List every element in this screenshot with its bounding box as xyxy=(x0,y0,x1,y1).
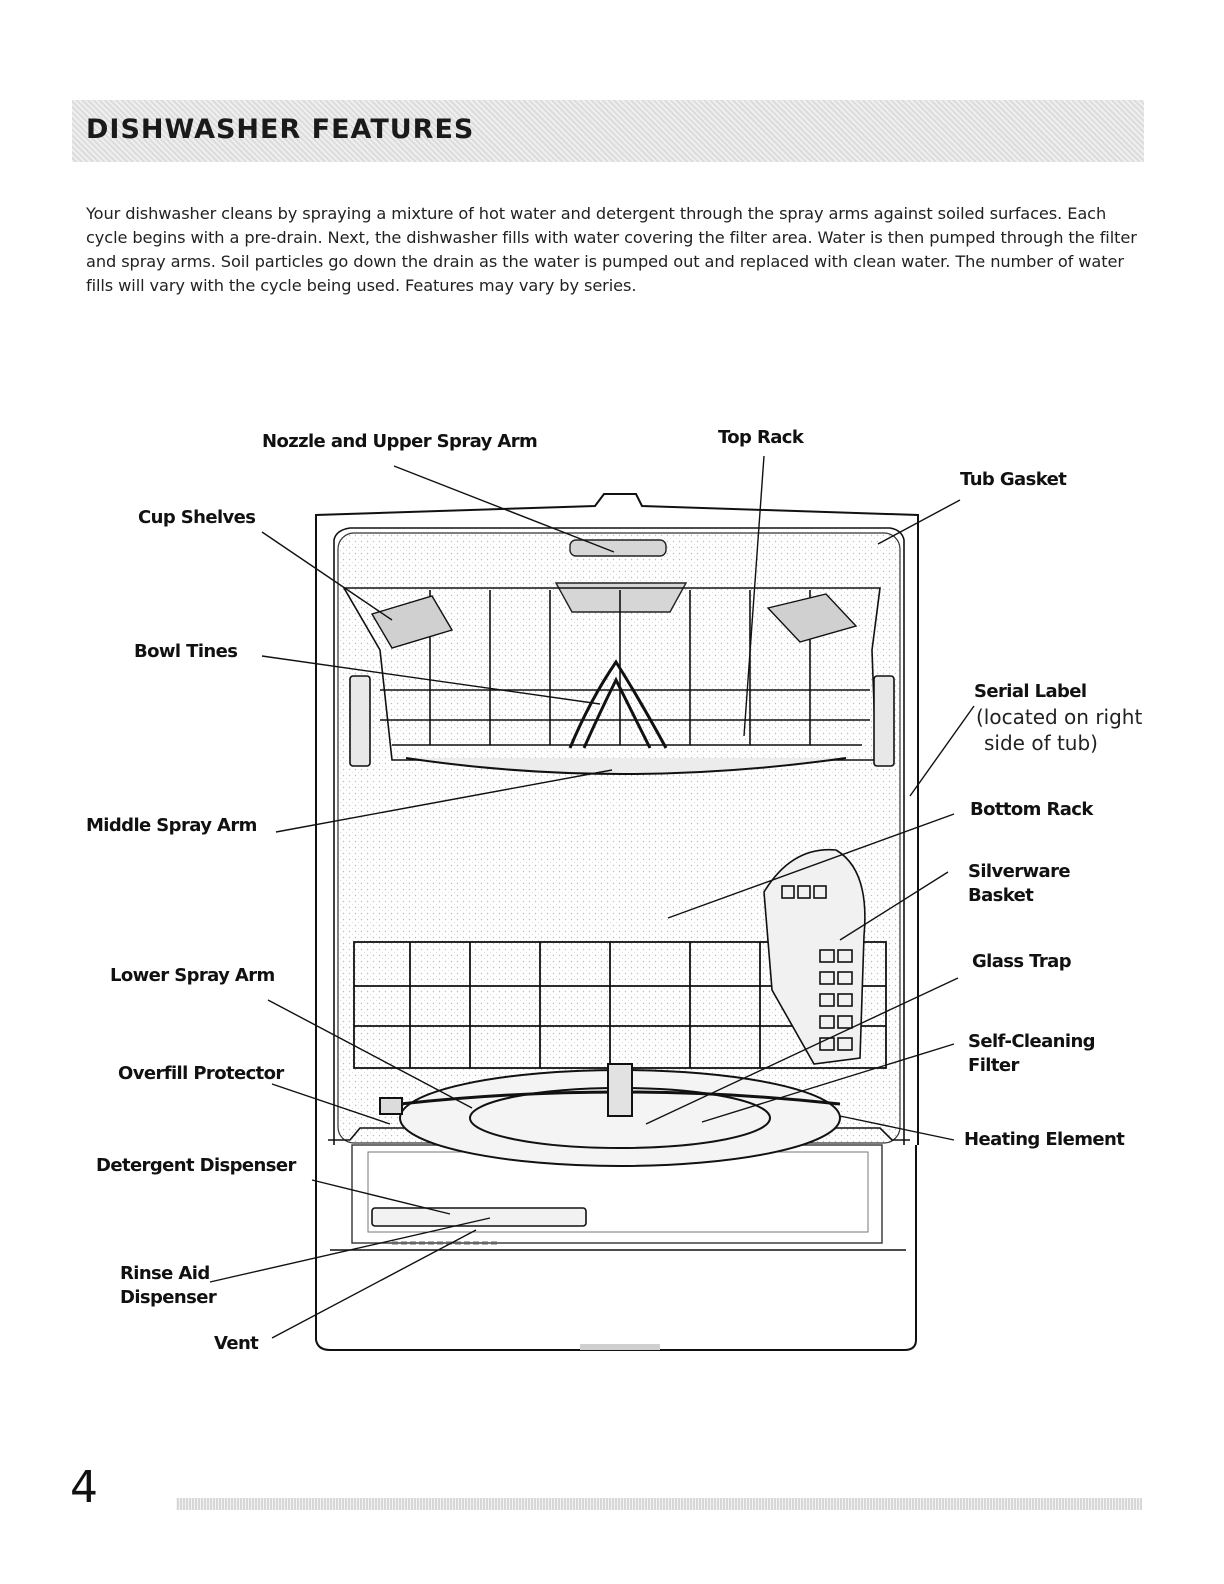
label-detergent-dispenser: Detergent Dispenser xyxy=(96,1155,296,1176)
label-vent: Vent xyxy=(214,1333,259,1354)
label-bottom-rack: Bottom Rack xyxy=(970,799,1093,820)
label-rinse-aid-dispenser-line-2: Dispenser xyxy=(120,1287,217,1308)
top-rack xyxy=(342,587,895,775)
bowl-tines xyxy=(568,659,668,749)
leader-lines xyxy=(209,455,975,1339)
page-number: 4 xyxy=(70,1462,98,1513)
cup-shelves xyxy=(370,593,858,649)
label-heating-element: Heating Element xyxy=(964,1129,1125,1150)
label-serial-label-note-line-2: side of tub) xyxy=(984,731,1098,755)
label-cup-shelves: Cup Shelves xyxy=(138,507,256,528)
label-self-cleaning-filter-line-2: Filter xyxy=(968,1055,1019,1076)
label-silverware-basket-line-1: Silverware xyxy=(968,861,1071,882)
silverware-basket xyxy=(763,848,866,1065)
section-header-band: DISHWASHER FEATURES xyxy=(72,100,1144,162)
label-nozzle-upper-spray-arm: Nozzle and Upper Spray Arm xyxy=(262,431,538,452)
label-middle-spray-arm: Middle Spray Arm xyxy=(86,815,257,836)
intro-paragraph: Your dishwasher cleans by spraying a mix… xyxy=(86,204,1137,295)
label-overfill-protector: Overfill Protector xyxy=(118,1063,284,1084)
section-title: DISHWASHER FEATURES xyxy=(86,114,475,145)
label-serial-label: Serial Label xyxy=(974,681,1087,702)
label-tub-gasket: Tub Gasket xyxy=(960,469,1067,490)
label-glass-trap: Glass Trap xyxy=(972,951,1072,972)
label-rinse-aid-dispenser-line-1: Rinse Aid xyxy=(120,1263,210,1284)
label-lower-spray-arm: Lower Spray Arm xyxy=(110,965,275,986)
label-top-rack: Top Rack xyxy=(718,427,804,448)
label-self-cleaning-filter-line-1: Self-Cleaning xyxy=(968,1031,1096,1052)
label-silverware-basket-line-2: Basket xyxy=(968,885,1034,906)
footer-band xyxy=(176,1498,1142,1510)
label-bowl-tines: Bowl Tines xyxy=(134,641,238,662)
label-serial-label-note-line-1: (located on right xyxy=(976,705,1143,729)
